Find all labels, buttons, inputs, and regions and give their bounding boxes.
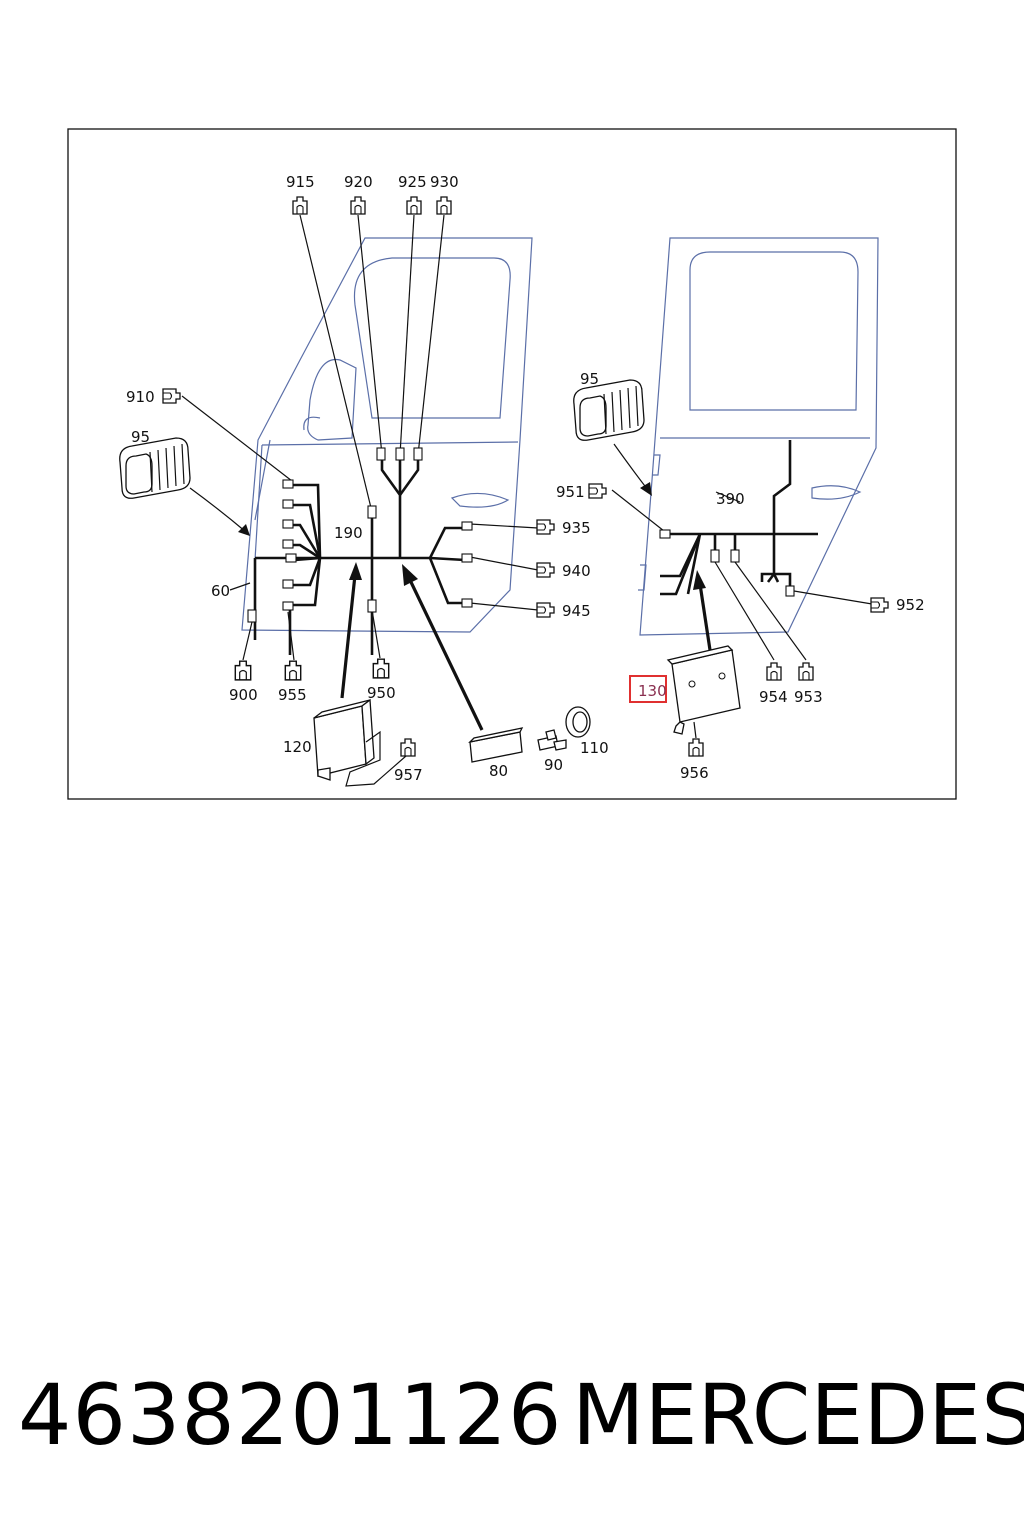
right-arrows bbox=[613, 443, 712, 651]
plug-955-icon bbox=[284, 660, 302, 681]
callout-labels: 915 920 925 930 910 95 190 60 935 940 94… bbox=[126, 173, 925, 784]
plug-952-icon bbox=[870, 597, 889, 613]
right-door-outline bbox=[638, 237, 879, 636]
callout-60: 60 bbox=[211, 582, 230, 600]
callout-95-left: 95 bbox=[131, 428, 150, 446]
callout-120: 120 bbox=[283, 738, 312, 756]
plug-915-icon bbox=[292, 196, 308, 215]
callout-80: 80 bbox=[489, 762, 508, 780]
module-130-icon bbox=[666, 645, 741, 739]
plug-956-icon bbox=[688, 738, 704, 757]
plug-953-icon bbox=[798, 662, 814, 681]
speaker-grille-right-icon bbox=[573, 379, 645, 441]
left-plugs bbox=[162, 196, 555, 757]
plug-940-icon bbox=[536, 562, 555, 578]
callout-920: 920 bbox=[344, 173, 373, 191]
callout-90: 90 bbox=[544, 756, 563, 774]
callout-130-highlight-box bbox=[629, 675, 667, 703]
cover-80-icon bbox=[468, 727, 524, 763]
clip-90-icon bbox=[537, 729, 567, 751]
callout-953: 953 bbox=[794, 688, 823, 706]
plug-920-icon bbox=[350, 196, 366, 215]
diagram-frame bbox=[67, 128, 957, 800]
callout-950: 950 bbox=[367, 684, 396, 702]
plug-945-icon bbox=[536, 602, 555, 618]
callout-940: 940 bbox=[562, 562, 591, 580]
callout-900: 900 bbox=[229, 686, 258, 704]
plug-954-icon bbox=[766, 662, 782, 681]
callout-954: 954 bbox=[759, 688, 788, 706]
callout-956: 956 bbox=[680, 764, 709, 782]
callout-190: 190 bbox=[334, 524, 363, 542]
speaker-grille-left-icon bbox=[119, 437, 191, 499]
plug-900-icon bbox=[234, 660, 252, 681]
callout-951: 951 bbox=[556, 483, 585, 501]
plug-930-icon bbox=[436, 196, 452, 215]
wiring-diagram: 915 920 925 930 910 95 190 60 935 940 94… bbox=[67, 128, 957, 800]
callout-935: 935 bbox=[562, 519, 591, 537]
plug-935-icon bbox=[536, 519, 555, 535]
plug-950-icon bbox=[372, 658, 390, 679]
footer: 4638201126 MERCEDES bbox=[0, 1360, 1024, 1470]
module-120-icon bbox=[313, 698, 407, 787]
plug-957-icon bbox=[400, 738, 416, 757]
right-harness bbox=[611, 440, 873, 661]
plug-925-icon bbox=[406, 196, 422, 215]
callout-925: 925 bbox=[398, 173, 427, 191]
left-door-outline bbox=[241, 237, 533, 633]
callout-95-right: 95 bbox=[580, 370, 599, 388]
callout-130: 130 bbox=[638, 682, 667, 700]
plug-951-icon bbox=[588, 483, 607, 499]
grommet-110-icon bbox=[565, 706, 591, 738]
callout-957: 957 bbox=[394, 766, 423, 784]
callout-945: 945 bbox=[562, 602, 591, 620]
callout-952: 952 bbox=[896, 596, 925, 614]
plug-910-icon bbox=[162, 388, 181, 404]
left-harness bbox=[181, 214, 539, 661]
callout-930: 930 bbox=[430, 173, 459, 191]
left-arrows bbox=[189, 487, 484, 731]
right-plugs bbox=[588, 483, 889, 757]
callout-110: 110 bbox=[580, 739, 609, 757]
brand-name: MERCEDES bbox=[572, 1366, 1024, 1464]
part-number: 4638201126 bbox=[18, 1366, 563, 1464]
callout-915: 915 bbox=[286, 173, 315, 191]
callout-910: 910 bbox=[126, 388, 155, 406]
callout-390: 390 bbox=[716, 490, 745, 508]
callout-955: 955 bbox=[278, 686, 307, 704]
